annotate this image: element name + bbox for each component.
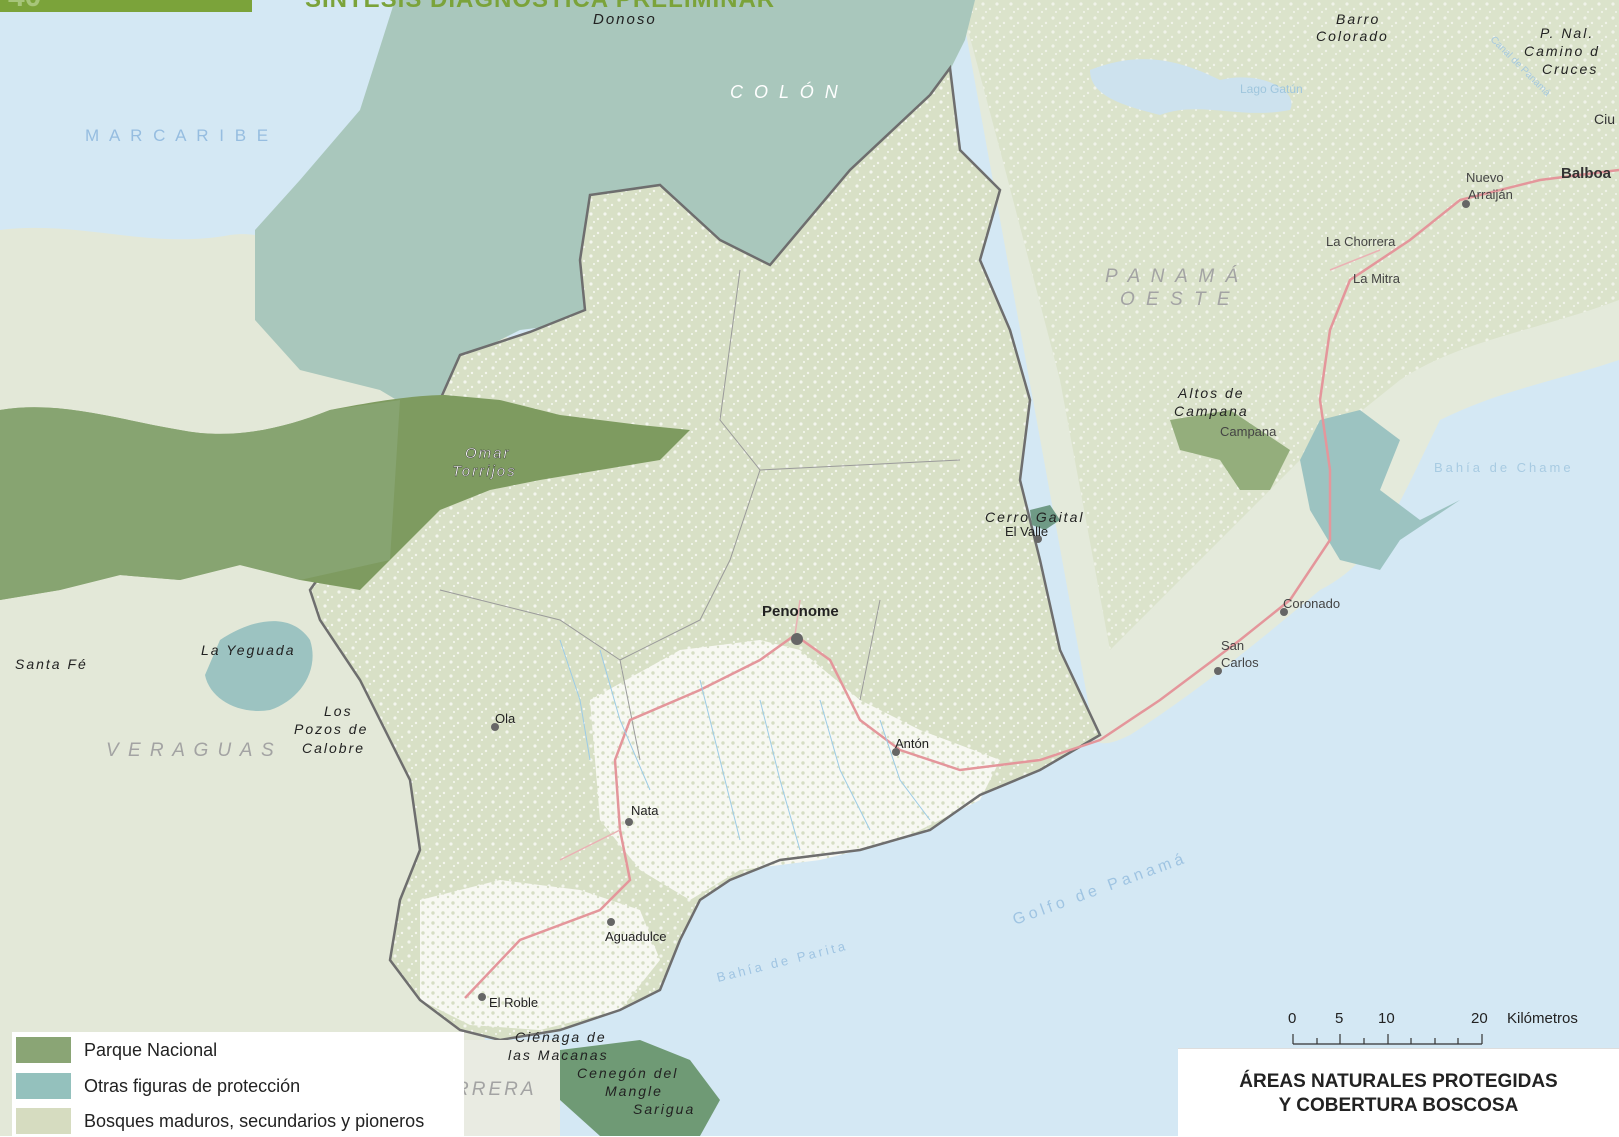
label-nuevo-arraijan-2: Arraiján [1468, 187, 1513, 202]
national-park-campana [1170, 410, 1290, 490]
label-omar-torrijos-1: Omar [465, 445, 511, 462]
page-title: SÍNTESIS DIAGNÓSTICA PRELIMINAR [305, 0, 775, 14]
national-park-cerro-gaital [1030, 505, 1060, 530]
road-secondary [559, 249, 1381, 861]
town-marker-anton [892, 748, 900, 756]
label-cenegon-2: Mangle [605, 1083, 663, 1099]
label-barro-colorado-1: Barro [1336, 11, 1380, 27]
label-altos-campana-1: Altos de [1177, 385, 1245, 401]
road-panamericana [464, 168, 1619, 999]
map-title-line2: Y COBERTURA BOSCOSA [1278, 1095, 1519, 1116]
label-omar-torrijos-2: Torrijos [452, 463, 517, 480]
label-lago-gatun: Lago Gatún [1240, 82, 1303, 96]
label-nuevo-arraijan-1: Nuevo [1466, 170, 1504, 185]
page-number: 40 [8, 0, 41, 14]
label-aguadulce: Aguadulce [605, 929, 666, 944]
legend-label: Parque Nacional [84, 1039, 218, 1060]
legend-item-bosques: Bosques maduros, secundarios y pioneros [16, 1107, 424, 1135]
forest-east [960, 0, 1619, 650]
label-cienaga-2: las Macanas [508, 1047, 609, 1063]
label-santa-fe: Santa Fé [15, 656, 88, 672]
label-los-pozos-3: Calobre [302, 740, 365, 756]
label-la-mitra: La Mitra [1353, 271, 1401, 286]
legend-item-parque-nacional: Parque Nacional [16, 1036, 217, 1064]
label-altos-campana-2: Campana [1174, 403, 1249, 419]
land-herrera [440, 1040, 560, 1136]
label-p-nal-3: Cruces [1542, 61, 1598, 77]
scale-tick-10: 10 [1378, 1010, 1395, 1027]
label-p-nal-1: P. Nal. [1540, 25, 1594, 41]
protection-chame [1300, 410, 1460, 570]
label-cienaga-1: Ciénaga de [515, 1029, 607, 1045]
legend-label: Otras figuras de protección [84, 1075, 301, 1096]
province-boundary [308, 64, 1102, 1042]
label-la-chorrera: La Chorrera [1326, 234, 1396, 249]
legend-item-otras-figuras: Otras figuras de protección [16, 1072, 300, 1100]
town-marker-coronado [1280, 608, 1288, 616]
town-marker-aguadulce [607, 918, 615, 926]
scale-bar [1292, 1034, 1483, 1045]
label-los-pozos-2: Pozos de [294, 721, 368, 737]
label-donoso: Donoso [593, 11, 657, 28]
national-park-sarigua [560, 1040, 720, 1136]
scale-tick-5: 5 [1335, 1010, 1344, 1027]
label-sarigua: Sarigua [633, 1101, 695, 1117]
label-mar-caribe: M A R C A R I B E [85, 126, 271, 145]
label-la-yeguada: La Yeguada [201, 642, 296, 658]
map-legend: Parque Nacional Otras figuras de protecc… [12, 1032, 464, 1136]
label-campana: Campana [1220, 424, 1277, 439]
label-ola: Ola [495, 711, 516, 726]
label-p-nal-2: Camino d [1524, 43, 1600, 59]
label-penonome: Penonome [762, 603, 839, 620]
town-marker-san-carlos [1214, 667, 1222, 675]
legend-swatch [16, 1108, 71, 1134]
veraguas-forest [0, 400, 400, 600]
label-cerro-gaital: Cerro Gaital [985, 509, 1084, 525]
label-balboa: Balboa [1561, 165, 1612, 182]
label-anton: Antón [895, 736, 929, 751]
label-panama-oeste-1: P A N A M Á [1105, 266, 1241, 287]
district-lines [439, 269, 961, 761]
map-title-line1: ÁREAS NATURALES PROTEGIDAS [1239, 1071, 1558, 1092]
scale-tick-20: 20 [1471, 1010, 1488, 1027]
lowland-aguadulce [420, 880, 660, 1030]
label-nata: Nata [631, 803, 659, 818]
label-ciu: Ciu [1594, 111, 1615, 127]
scale-unit: Kilómetros [1507, 1010, 1578, 1027]
town-marker-nata [625, 818, 633, 826]
label-san-carlos-1: San [1221, 638, 1244, 653]
lowland-cocle [590, 640, 1000, 900]
legend-swatch [16, 1073, 71, 1099]
label-veraguas: V E R A G U A S [106, 740, 276, 761]
town-marker-el-roble [478, 993, 486, 1001]
label-el-valle: El Valle [1005, 524, 1048, 539]
legend-label: Bosques maduros, secundarios y pioneros [84, 1110, 425, 1131]
protection-la-yeguada [205, 621, 313, 711]
lake-gatun [1090, 59, 1292, 115]
label-panama-oeste-2: O E S T E [1120, 289, 1233, 310]
label-bahia-chame: Bahía de Chame [1434, 460, 1574, 475]
rivers [559, 639, 931, 851]
town-marker-nuevo-arraijan [1462, 200, 1470, 208]
town-markers [478, 200, 1470, 1001]
label-herrera: RRERA [455, 1079, 537, 1100]
map-title-box: ÁREAS NATURALES PROTEGIDAS Y COBERTURA B… [1178, 1048, 1619, 1137]
legend-swatch [16, 1037, 71, 1063]
label-barro-colorado-2: Colorado [1316, 28, 1389, 44]
label-colon: C O L Ó N [730, 81, 841, 102]
scale-tick-0: 0 [1288, 1010, 1297, 1027]
label-coronado: Coronado [1283, 596, 1340, 611]
town-marker-penonome [791, 633, 803, 645]
label-san-carlos-2: Carlos [1221, 655, 1259, 670]
town-marker-ola [491, 723, 499, 731]
town-marker-el-valle [1034, 535, 1042, 543]
header-bar [0, 0, 252, 12]
label-los-pozos-1: Los [324, 703, 353, 719]
label-cenegon-1: Cenegón del [577, 1065, 678, 1081]
label-el-roble: El Roble [489, 995, 538, 1010]
